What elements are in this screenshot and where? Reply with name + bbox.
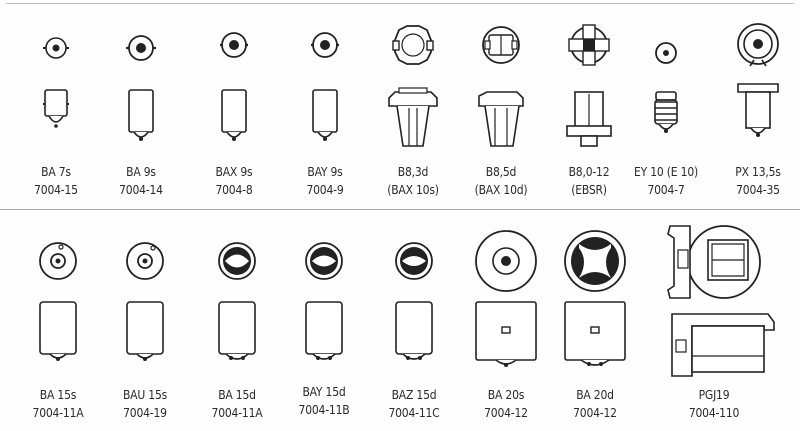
b80-12-type: B8,0-12: [568, 165, 610, 179]
base-ba15d: BA 15d 7004-11A: [193, 210, 281, 431]
b80-12-drawing: [566, 24, 612, 147]
ba9s-type: BA 9s: [126, 165, 156, 179]
ba20s-type: BA 20s: [487, 388, 525, 402]
ba20d-drawing: [564, 230, 626, 366]
bax9s-label: BAX 9s 7004-8: [190, 163, 278, 199]
ba7s-type: BA 7s: [41, 165, 71, 179]
bau15s-type: BAU 15s: [122, 388, 168, 402]
base-pgj19: PGJ19 7004-110: [664, 210, 784, 431]
ba20d-label: BA 20d 7004-12: [551, 386, 639, 422]
px135s-type: PX 13,5s: [735, 165, 781, 179]
bau15s-code: 7004-19: [123, 406, 167, 420]
ba20s-label: BA 20s 7004-12: [462, 386, 550, 422]
bau15s-drawing: [126, 242, 164, 361]
base-bax9s: BAX 9s 7004-8: [190, 0, 278, 205]
row-divider: [0, 209, 800, 210]
b83d-drawing: [388, 25, 438, 147]
base-baz15d: BAZ 15d 7004-11C: [370, 210, 458, 431]
bay9s-drawing: [311, 32, 339, 141]
bay9s-type: BAY 9s: [307, 165, 343, 179]
base-ba7s: BA 7s 7004-15: [12, 0, 100, 205]
bax9s-type: BAX 9s: [215, 165, 253, 179]
ba7s-code: 7004-15: [34, 183, 78, 197]
ey10-label: EY 10 (E 10) 7004-7: [622, 163, 710, 199]
base-bay9s: BAY 9s 7004-9: [281, 0, 369, 205]
b80-12-code: (EBSR): [571, 183, 607, 197]
ba9s-drawing: [126, 35, 156, 141]
ba20d-code: 7004-12: [573, 406, 617, 420]
bay15d-label: BAY 15d 7004-11B: [280, 383, 368, 419]
ba9s-code: 7004-14: [119, 183, 163, 197]
base-bau15s: BAU 15s 7004-19: [101, 210, 189, 431]
base-bay15d: BAY 15d 7004-11B: [280, 210, 368, 431]
px135s-code: 7004-35: [736, 183, 780, 197]
ba15d-drawing: [218, 242, 256, 360]
bay15d-drawing: [305, 242, 343, 360]
top-border: [6, 3, 794, 4]
baz15d-drawing: [395, 242, 433, 360]
base-b85d: B8,5d (BAX 10d): [457, 0, 545, 205]
ba20d-type: BA 20d: [576, 388, 614, 402]
pgj19-drawing: [667, 225, 775, 377]
base-ba20s: BA 20s 7004-12: [462, 210, 550, 431]
b85d-drawing: [478, 26, 524, 147]
pgj19-code: 7004-110: [688, 406, 740, 420]
base-ey10: EY 10 (E 10) 7004-7: [622, 0, 710, 205]
b85d-label: B8,5d (BAX 10d): [457, 163, 545, 199]
ba7s-drawing: [43, 37, 69, 128]
b83d-type: B8,3d: [397, 165, 429, 179]
pgj19-label: PGJ19 7004-110: [664, 386, 764, 422]
ba9s-label: BA 9s 7004-14: [97, 163, 185, 199]
ey10-drawing: [654, 42, 678, 133]
ba15s-code: 7004-11A: [32, 406, 84, 420]
b80-12-label: B8,0-12 (EBSR): [545, 163, 633, 199]
ba7s-label: BA 7s 7004-15: [12, 163, 100, 199]
base-ba20d: BA 20d 7004-12: [551, 210, 639, 431]
pgj19-type: PGJ19: [698, 388, 730, 402]
b85d-type: B8,5d: [485, 165, 517, 179]
bay15d-type: BAY 15d: [302, 385, 346, 399]
base-ba15s: BA 15s 7004-11A: [14, 210, 102, 431]
base-ba9s: BA 9s 7004-14: [97, 0, 185, 205]
px135s-label: PX 13,5s 7004-35: [714, 163, 800, 199]
b83d-label: B8,3d (BAX 10s): [369, 163, 457, 199]
ba20s-drawing: [475, 230, 537, 367]
ba15d-label: BA 15d 7004-11A: [193, 386, 281, 422]
base-b80-12: B8,0-12 (EBSR): [545, 0, 633, 205]
bay9s-label: BAY 9s 7004-9: [281, 163, 369, 199]
ey10-code: 7004-7: [647, 183, 685, 197]
bax9s-code: 7004-8: [215, 183, 253, 197]
base-px135s: PX 13,5s 7004-35: [714, 0, 800, 205]
bay9s-code: 7004-9: [306, 183, 344, 197]
baz15d-code: 7004-11C: [388, 406, 440, 420]
ba15s-type: BA 15s: [39, 388, 77, 402]
baz15d-type: BAZ 15d: [391, 388, 437, 402]
bau15s-label: BAU 15s 7004-19: [101, 386, 189, 422]
base-b83d: B8,3d (BAX 10s): [369, 0, 457, 205]
b83d-code: (BAX 10s): [387, 183, 439, 197]
ba15d-code: 7004-11A: [211, 406, 263, 420]
b85d-code: (BAX 10d): [474, 183, 528, 197]
bay15d-code: 7004-11B: [298, 403, 350, 417]
ba20s-code: 7004-12: [484, 406, 528, 420]
ba15s-label: BA 15s 7004-11A: [14, 386, 102, 422]
baz15d-label: BAZ 15d 7004-11C: [370, 386, 458, 422]
bax9s-drawing: [220, 32, 248, 141]
ba15s-drawing: [39, 242, 77, 361]
px135s-drawing: [737, 23, 779, 137]
ba15d-type: BA 15d: [218, 388, 256, 402]
ey10-type: EY 10 (E 10): [633, 165, 698, 179]
